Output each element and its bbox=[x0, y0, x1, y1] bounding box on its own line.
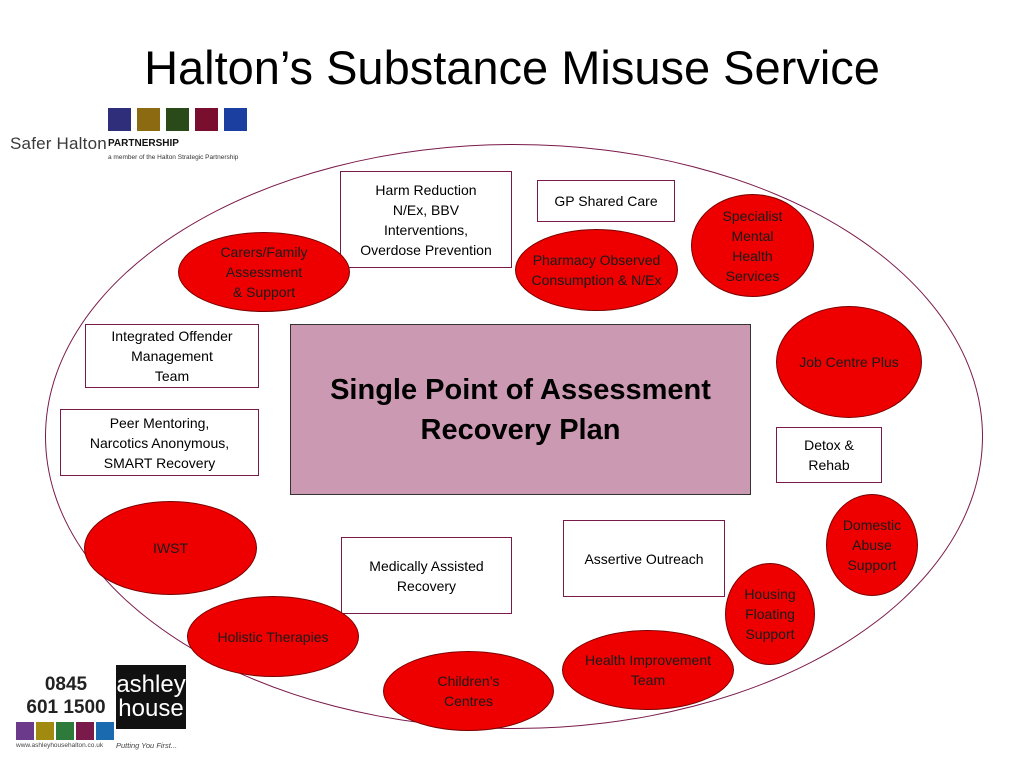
oval-iwst: IWST bbox=[84, 501, 257, 595]
logo-square-5 bbox=[224, 108, 247, 131]
ashley-house-brand: ashley house bbox=[116, 665, 186, 729]
ah-tagline: Putting You First... bbox=[116, 741, 178, 750]
oval-domestic-abuse: Domestic Abuse Support bbox=[826, 494, 918, 596]
page-title: Halton’s Substance Misuse Service bbox=[144, 41, 880, 94]
oval-health-improvement: Health Improvement Team bbox=[562, 630, 734, 710]
partnership-member-text: a member of the Halton Strategic Partner… bbox=[108, 154, 239, 161]
brand-line-2: house bbox=[118, 695, 184, 722]
oval-holistic-therapies: Holistic Therapies bbox=[187, 596, 359, 677]
oval-childrens-centres: Children’s Centres bbox=[383, 651, 554, 731]
phone-number: 0845 601 1500 bbox=[26, 674, 106, 718]
logo-square-1 bbox=[108, 108, 131, 131]
box-medically-assisted: Medically Assisted Recovery bbox=[341, 537, 512, 614]
center-title: Single Point of Assessment bbox=[330, 373, 711, 406]
partnership-label: PARTNERSHIP bbox=[108, 138, 179, 149]
center-subtitle: Recovery Plan bbox=[420, 413, 621, 446]
box-integrated-offender: Integrated Offender Management Team bbox=[85, 324, 259, 388]
ah-square-1 bbox=[16, 722, 34, 740]
box-harm-reduction: Harm Reduction N/Ex, BBV Interventions, … bbox=[340, 171, 512, 268]
box-gp-shared-care: GP Shared Care bbox=[537, 180, 675, 222]
brand-line-1: ashley bbox=[116, 671, 186, 698]
ah-website: www.ashleyhousehalton.co.uk bbox=[16, 742, 104, 749]
services-ring bbox=[45, 144, 983, 729]
ah-square-3 bbox=[56, 722, 74, 740]
safer-halton-name: Safer Halton bbox=[10, 134, 107, 153]
ah-square-5 bbox=[96, 722, 114, 740]
box-assertive-outreach: Assertive Outreach bbox=[563, 520, 725, 597]
ah-square-4 bbox=[76, 722, 94, 740]
oval-carers-family: Carers/Family Assessment & Support bbox=[178, 232, 350, 312]
oval-job-centre: Job Centre Plus bbox=[776, 306, 922, 418]
logo-square-3 bbox=[166, 108, 189, 131]
oval-pharmacy: Pharmacy Observed Consumption & N/Ex bbox=[515, 229, 678, 311]
ah-square-2 bbox=[36, 722, 54, 740]
box-detox-rehab: Detox & Rehab bbox=[776, 427, 882, 483]
logo-square-2 bbox=[137, 108, 160, 131]
box-peer-mentoring: Peer Mentoring, Narcotics Anonymous, SMA… bbox=[60, 409, 259, 476]
oval-housing-support: Housing Floating Support bbox=[725, 563, 815, 665]
oval-mental-health: Specialist Mental Health Services bbox=[691, 194, 814, 297]
single-point-assessment-box: Single Point of Assessment Recovery Plan bbox=[290, 324, 751, 495]
logo-square-4 bbox=[195, 108, 218, 131]
